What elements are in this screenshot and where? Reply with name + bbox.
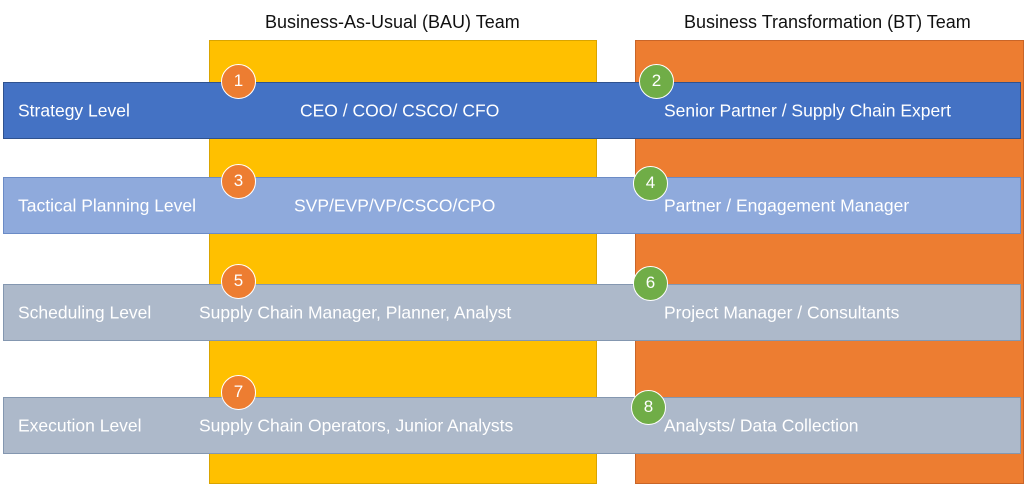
level-label: Tactical Planning Level bbox=[18, 195, 197, 215]
step-badge-8: 8 bbox=[631, 390, 666, 425]
step-badge-5: 5 bbox=[221, 264, 256, 299]
bau-role: Supply Chain Manager, Planner, Analyst bbox=[199, 302, 512, 322]
level-label: Execution Level bbox=[18, 415, 142, 435]
bt-team-header: Business Transformation (BT) Team bbox=[684, 12, 971, 32]
bau-role: Supply Chain Operators, Junior Analysts bbox=[199, 415, 514, 435]
execution-level-band: Execution Level Supply Chain Operators, … bbox=[3, 397, 1021, 454]
tactical-planning-level-band: Tactical Planning Level SVP/EVP/VP/CSCO/… bbox=[3, 177, 1021, 234]
bt-role: Senior Partner / Supply Chain Expert bbox=[664, 100, 951, 120]
level-label: Scheduling Level bbox=[18, 302, 152, 322]
level-label: Strategy Level bbox=[18, 100, 130, 120]
bt-role: Analysts/ Data Collection bbox=[664, 415, 859, 435]
bt-role: Partner / Engagement Manager bbox=[664, 195, 910, 215]
bt-role: Project Manager / Consultants bbox=[664, 302, 900, 322]
bau-role: SVP/EVP/VP/CSCO/CPO bbox=[294, 195, 496, 215]
bau-role: CEO / COO/ CSCO/ CFO bbox=[300, 100, 500, 120]
step-badge-3: 3 bbox=[221, 164, 256, 199]
strategy-level-band: Strategy Level CEO / COO/ CSCO/ CFO Seni… bbox=[3, 82, 1021, 139]
bau-team-header: Business-As-Usual (BAU) Team bbox=[265, 12, 520, 32]
step-badge-7: 7 bbox=[221, 375, 256, 410]
scheduling-level-band: Scheduling Level Supply Chain Manager, P… bbox=[3, 284, 1021, 341]
step-badge-2: 2 bbox=[639, 64, 674, 99]
step-badge-1: 1 bbox=[221, 64, 256, 99]
step-badge-6: 6 bbox=[633, 266, 668, 301]
step-badge-4: 4 bbox=[633, 166, 668, 201]
